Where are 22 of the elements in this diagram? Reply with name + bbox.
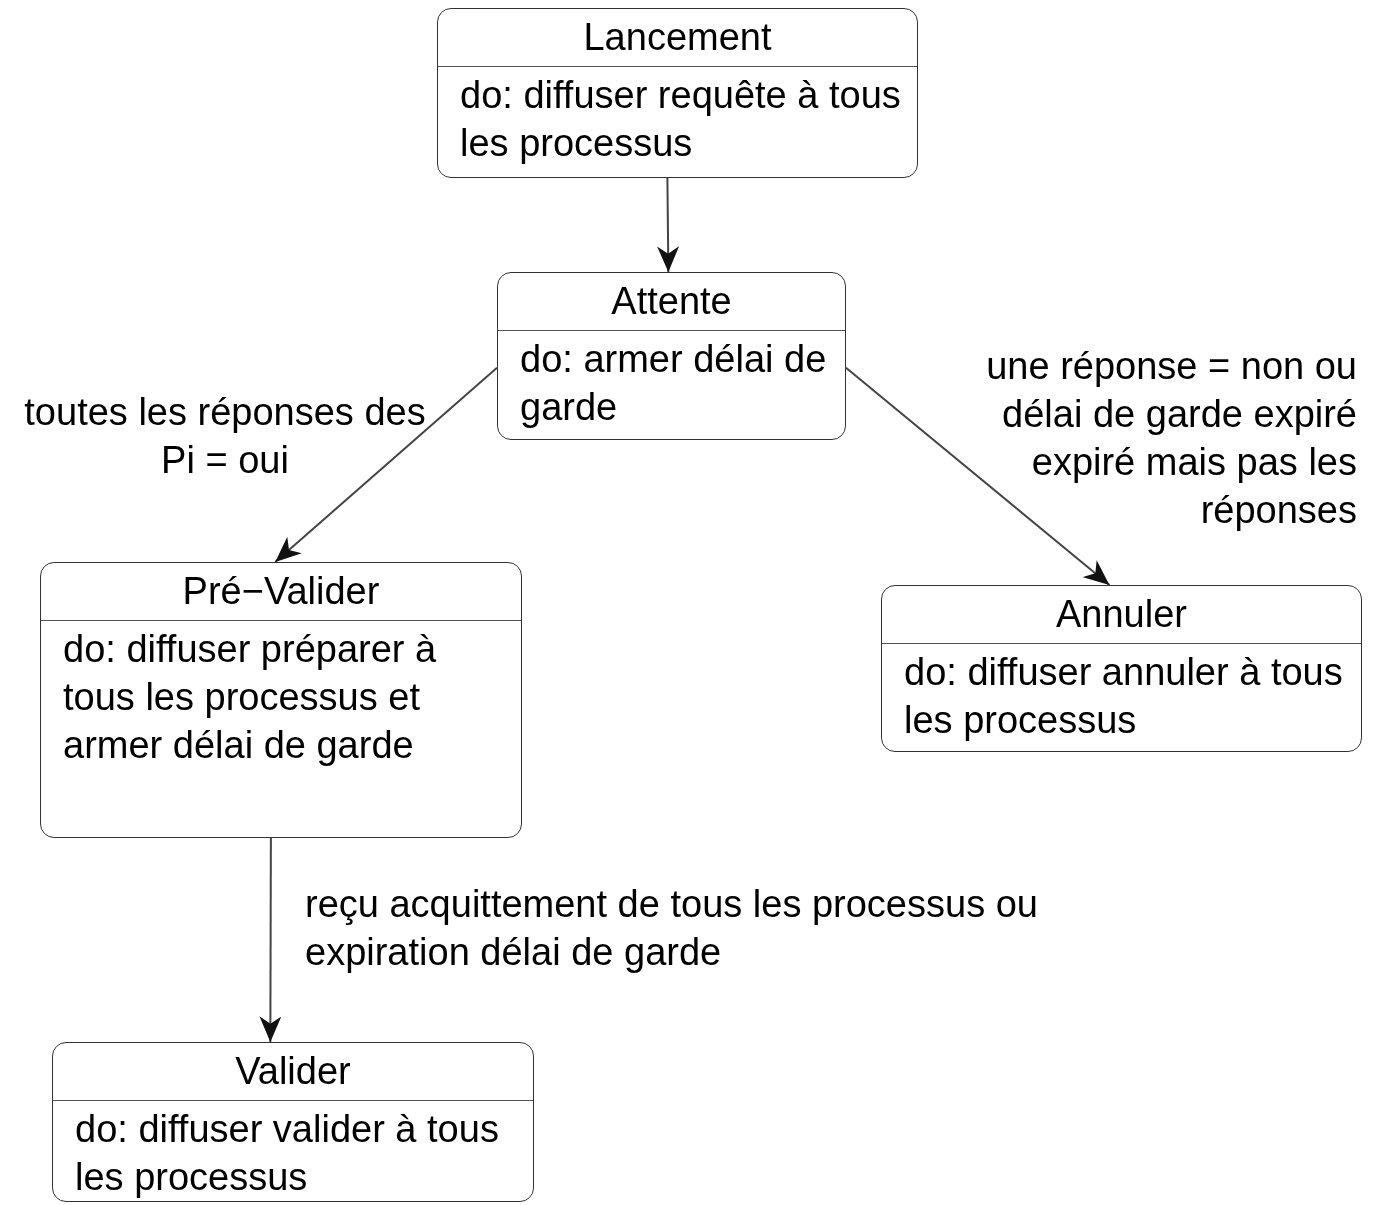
state-activity: do: diffuser préparer à tous les processus et armer délai de garde	[62, 627, 438, 768]
transition-arrow	[845, 366, 1111, 586]
edge-label: toutes les réponses des Pi = oui	[23, 390, 427, 483]
state-activity: do: diffuser requête à tous les processus	[459, 73, 902, 166]
edge-label: une réponse = non ou délai de garde expiré expiré mais pas les réponses	[985, 344, 1357, 533]
state-box	[497, 272, 846, 440]
state-name: Pré−Valider	[41, 563, 521, 621]
state-name: Lancement	[438, 9, 917, 67]
transition-arrow	[259, 837, 282, 1043]
state-activity: do: armer délai de garde	[519, 337, 828, 430]
state-box	[881, 585, 1362, 752]
state-box	[437, 8, 918, 178]
edge-label: reçu acquittement de tous les processus ou expiration délai de garde	[305, 882, 1039, 975]
state-activity: do: diffuser valider à tous les processus	[74, 1107, 500, 1200]
state-name: Annuler	[882, 586, 1361, 644]
state-activity: do: diffuser annuler à tous les processus	[903, 650, 1344, 743]
state-box	[40, 562, 522, 838]
state-name: Valider	[53, 1043, 533, 1101]
state-name: Attente	[498, 273, 845, 331]
transition-arrow	[274, 366, 498, 563]
state-box	[52, 1042, 534, 1202]
transition-arrow	[657, 177, 680, 273]
